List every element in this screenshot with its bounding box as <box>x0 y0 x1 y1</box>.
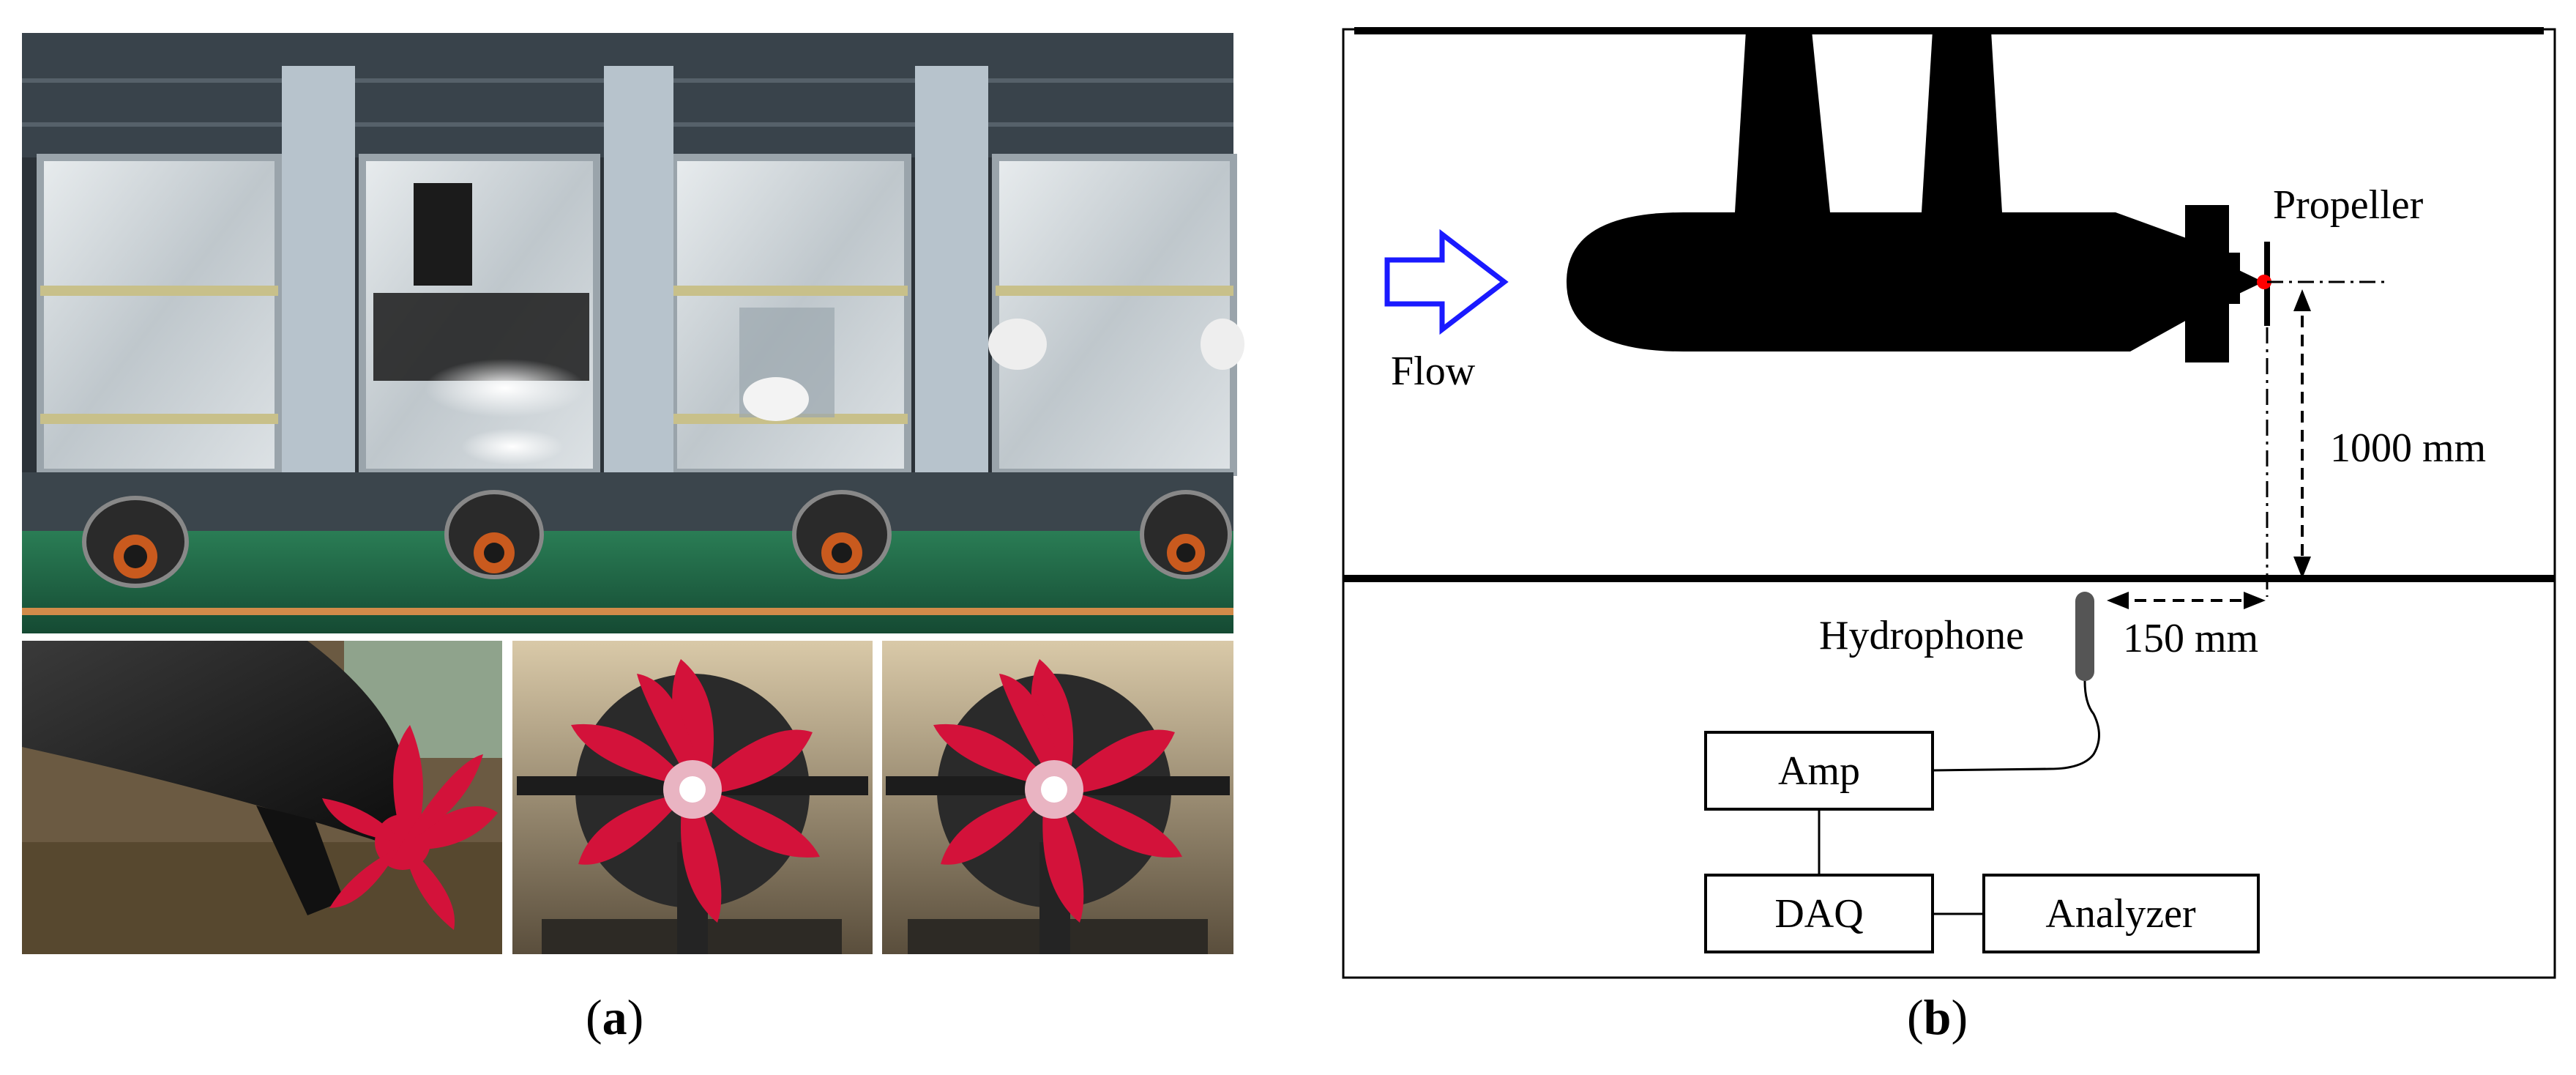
caption-b-close: ) <box>1951 989 1968 1045</box>
panel-b: Flow Propeller 1000 mm Hydrophone 150 mm… <box>1336 0 2576 1075</box>
caption-a: (a) <box>586 989 643 1046</box>
tunnel-pillars <box>282 66 988 527</box>
hydrophone-icon <box>1932 592 2100 772</box>
distance-1000mm-label: 1000 mm <box>2330 425 2486 471</box>
daq-label: DAQ <box>1774 891 1863 937</box>
dimension-1000mm-arrow <box>2293 289 2311 579</box>
propeller-front-2 <box>933 659 1182 923</box>
analyzer-label: Analyzer <box>2045 891 2196 937</box>
signal-chain <box>1704 731 2260 953</box>
caption-b-open: ( <box>1907 989 1924 1045</box>
caption-a-open: ( <box>586 989 602 1045</box>
panel-a-photos <box>22 33 1244 954</box>
photo-model-oblique <box>22 641 502 954</box>
caption-b: (b) <box>1907 989 1968 1046</box>
photo-propeller-front-1 <box>512 641 873 954</box>
flow-arrow-icon <box>1384 228 1509 335</box>
submarine-hull <box>1567 31 2263 362</box>
propeller-oblique <box>322 725 498 930</box>
photo-propeller-front-2 <box>882 641 1233 954</box>
distance-150mm-label: 150 mm <box>2123 616 2258 661</box>
tunnel-lamps <box>82 490 1232 588</box>
amp-label: Amp <box>1778 748 1860 794</box>
propeller-label: Propeller <box>2273 182 2424 228</box>
caption-b-letter: b <box>1923 989 1952 1045</box>
propeller-center-dot <box>2257 275 2271 289</box>
caption-a-letter: a <box>602 989 627 1045</box>
propeller-front-1 <box>571 659 820 923</box>
panel-b-schematic: Flow Propeller 1000 mm Hydrophone 150 mm… <box>1342 27 2556 979</box>
amp-box <box>1704 731 1934 811</box>
tunnel-windows <box>37 154 1244 476</box>
hydrophone-label: Hydrophone <box>1819 613 2024 658</box>
photo-cavitation-tunnel <box>22 33 1244 633</box>
dimension-150mm-arrow <box>2107 592 2266 609</box>
flow-label: Flow <box>1391 349 1476 394</box>
caption-a-close: ) <box>627 989 644 1045</box>
panel-a: (a) <box>0 0 1259 1075</box>
